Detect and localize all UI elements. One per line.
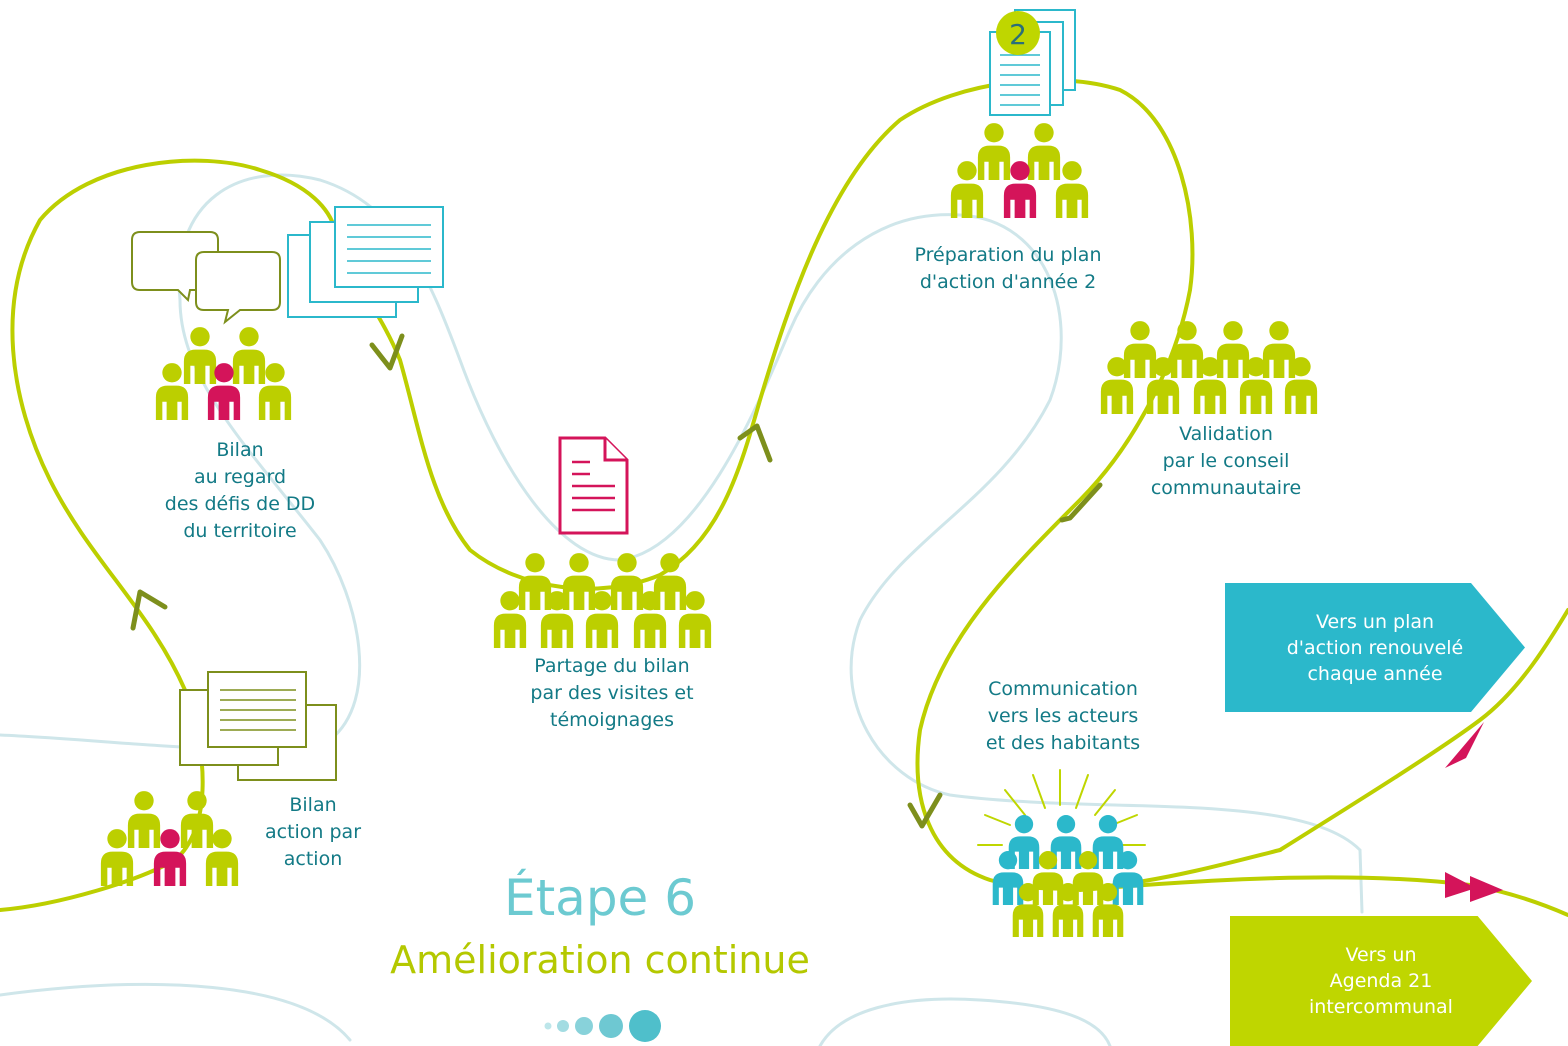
year-badge-number: 2 bbox=[1009, 18, 1027, 51]
person-group-icon bbox=[493, 553, 712, 648]
progress-dot bbox=[575, 1017, 593, 1035]
progress-dot bbox=[557, 1020, 569, 1032]
speech-bubble-icon bbox=[131, 231, 281, 325]
chevron-arrow-icon bbox=[1059, 482, 1103, 523]
progress-dot-current bbox=[629, 1010, 661, 1042]
person-group-icon bbox=[1100, 321, 1318, 414]
person-group-icon bbox=[100, 791, 239, 886]
label-preparation: Préparation du plan d'action d'année 2 bbox=[914, 244, 1102, 293]
outcome-plan-box: Vers un plan d'action renouvelé chaque a… bbox=[1225, 583, 1525, 712]
document-stack-icon bbox=[287, 206, 444, 318]
chevron-arrow-icon bbox=[907, 792, 943, 829]
triangle-arrow-icon bbox=[1445, 872, 1476, 898]
label-bilan-regard: Bilan au regard des défis de DD du terri… bbox=[164, 439, 316, 542]
chevron-arrow-icon bbox=[130, 589, 168, 631]
document-icon bbox=[558, 436, 629, 535]
triangle-arrow-icon bbox=[1470, 876, 1503, 902]
triangle-arrow-icon bbox=[1445, 722, 1484, 768]
document-stack-icon bbox=[179, 671, 337, 781]
main-path bbox=[0, 78, 1568, 917]
person-group-icon bbox=[155, 327, 292, 420]
label-partage: Partage du bilan par des visites et témo… bbox=[530, 655, 694, 731]
outcome-arrows bbox=[1445, 722, 1503, 902]
label-communication: Communication vers les acteurs et des ha… bbox=[985, 678, 1141, 754]
step-progress-dots bbox=[544, 1010, 661, 1042]
outcome-agenda-box: Vers un Agenda 21 intercommunal bbox=[1230, 916, 1532, 1046]
path-arrows bbox=[130, 333, 1103, 829]
chevron-arrow-icon bbox=[737, 423, 773, 463]
person-group-icon bbox=[950, 123, 1089, 218]
step-title: Étape 6 bbox=[503, 869, 697, 927]
broadcast-rays-icon bbox=[977, 769, 1146, 846]
progress-dot bbox=[544, 1022, 552, 1030]
label-bilan-action: Bilan action par action bbox=[264, 794, 362, 870]
progress-dot bbox=[599, 1014, 623, 1038]
step-subtitle: Amélioration continue bbox=[390, 938, 810, 982]
chevron-arrow-icon bbox=[369, 333, 405, 371]
label-validation: Validation par le conseil communautaire bbox=[1150, 423, 1302, 499]
person-group-icon bbox=[992, 815, 1144, 937]
year-badge bbox=[996, 11, 1040, 55]
